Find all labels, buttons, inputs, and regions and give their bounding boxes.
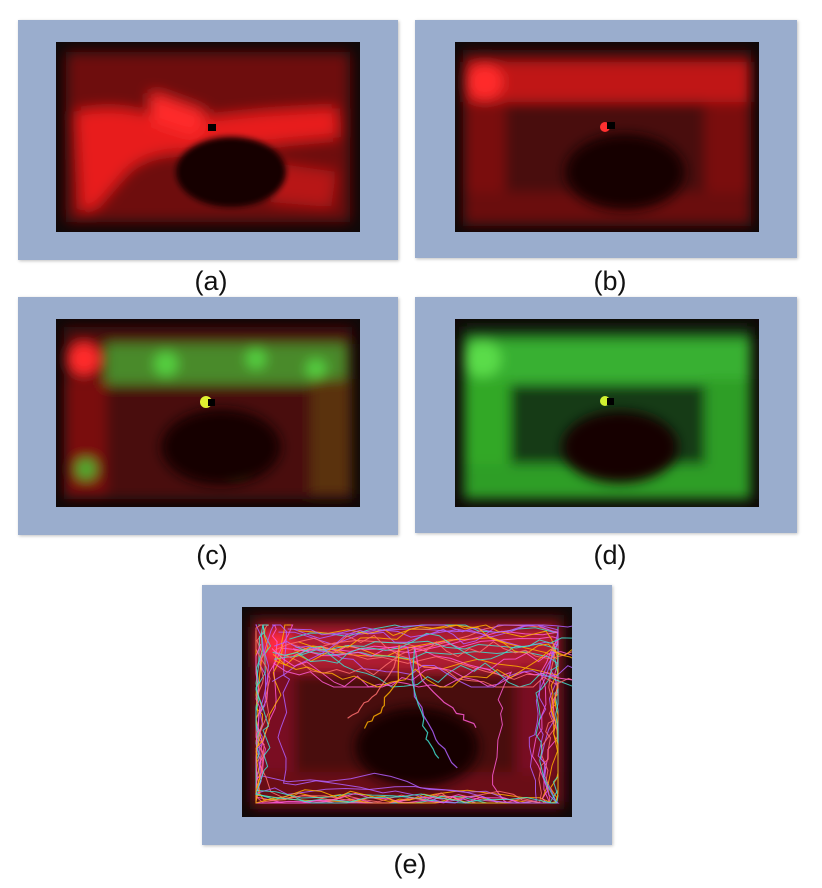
caption-b: (b) xyxy=(593,266,627,296)
trajectory-plot-e xyxy=(242,607,572,817)
heatmap-plot-d xyxy=(455,319,759,507)
empty-region xyxy=(176,137,286,207)
trajectory-path xyxy=(347,648,400,719)
marker-square xyxy=(208,399,215,406)
heatmap-a-svg xyxy=(66,52,350,222)
heatmap-d-svg xyxy=(463,327,751,499)
trajectory-path xyxy=(272,632,572,664)
trajectory-path xyxy=(272,648,572,688)
trajectory-path xyxy=(411,649,440,759)
heatmap-plot-c xyxy=(56,319,360,507)
empty-region xyxy=(355,707,479,787)
panel-c xyxy=(18,297,398,535)
panel-a xyxy=(18,20,398,260)
trajectory-e-svg xyxy=(250,615,572,809)
heatmap-b-svg xyxy=(463,50,751,226)
marker-square xyxy=(607,398,614,405)
trajectory-path xyxy=(273,662,572,688)
panel-e xyxy=(202,585,612,845)
caption-e: (e) xyxy=(393,849,427,879)
empty-region xyxy=(562,411,678,483)
trajectory-path xyxy=(255,624,559,804)
panel-d xyxy=(415,297,797,533)
trajectory-paths xyxy=(255,624,572,804)
trajectory-path xyxy=(414,646,477,728)
panel-b xyxy=(415,20,797,258)
caption-d: (d) xyxy=(593,540,627,570)
trajectory-path xyxy=(275,634,572,660)
trajectory-path xyxy=(274,640,572,688)
trajectory-path xyxy=(273,645,572,688)
empty-region xyxy=(565,134,685,210)
caption-a: (a) xyxy=(194,266,228,296)
trajectory-path xyxy=(271,624,572,683)
marker-square xyxy=(208,124,216,131)
empty-region xyxy=(161,409,281,485)
caption-c: (c) xyxy=(196,540,228,570)
trajectory-path xyxy=(363,645,400,729)
heatmap-plot-b xyxy=(455,42,759,232)
trajectory-path xyxy=(407,647,458,769)
trajectory-path xyxy=(274,624,572,666)
heatmap-c-svg xyxy=(64,327,352,499)
trajectory-path xyxy=(271,648,572,688)
marker-square xyxy=(607,122,615,129)
heatmap-plot-a xyxy=(56,42,360,232)
